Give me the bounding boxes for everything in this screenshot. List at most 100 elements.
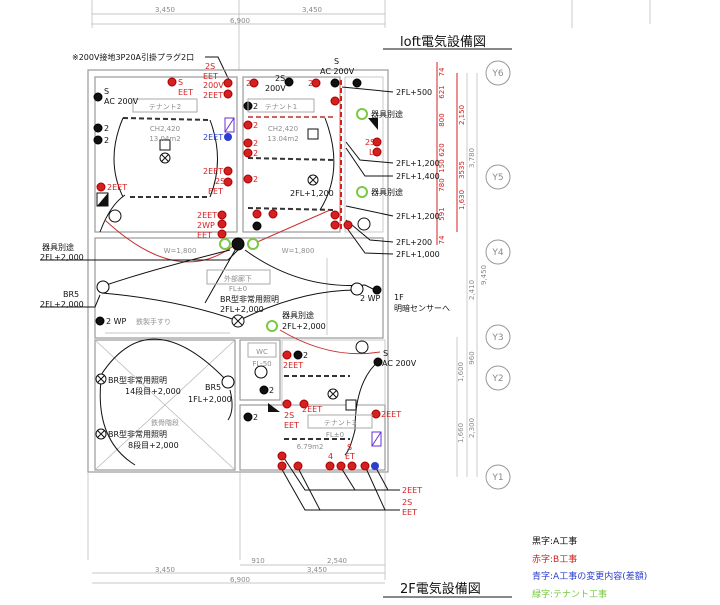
sensor-box-icons xyxy=(159,128,357,411)
label: BR5 xyxy=(63,290,79,299)
label: 2 xyxy=(253,102,258,111)
label: 2 xyxy=(253,413,258,422)
a-change-outlet-icons xyxy=(224,133,379,470)
red-dim-5: 780 xyxy=(438,178,446,191)
label: 器具別途 xyxy=(371,187,403,197)
label: BR型非常用照明 xyxy=(108,375,167,385)
legend-a-change: 青字:A工事の変更内容(差額) xyxy=(532,570,647,582)
red-dim-2: 800 xyxy=(438,113,446,126)
label: 200V xyxy=(203,81,224,90)
panel-box-icons xyxy=(224,117,382,447)
outlet-symbols xyxy=(93,77,383,471)
label: L xyxy=(369,148,374,157)
ceiling-light-x-icons xyxy=(95,152,339,440)
annotations: 2S EET 200V 2EET S EET S AC 200V 2 2 2EE… xyxy=(40,57,450,517)
dim-bottom-total: 6,900 xyxy=(230,576,250,584)
label: 2EET xyxy=(197,211,217,220)
label: 2FL+1,200 xyxy=(396,159,440,168)
room-tenant3: テナント3 xyxy=(324,419,356,427)
label: 1FL+2,000 xyxy=(188,395,232,404)
note-leader xyxy=(205,56,230,81)
dim-top-left: 3,450 xyxy=(155,6,175,14)
label: BR型非常用照明 xyxy=(108,429,167,439)
label: 2 xyxy=(308,79,313,88)
label: 2EET xyxy=(203,133,223,142)
label: EET xyxy=(178,88,193,97)
switch-box-icons xyxy=(96,118,378,412)
loft-title: loft電気設備図 xyxy=(400,34,486,50)
room-corridor: 外部廊下 xyxy=(224,274,252,283)
label: 2FL+200 xyxy=(396,238,432,247)
label: 2 xyxy=(253,121,258,130)
t1-area: 13.04m2 xyxy=(267,135,298,143)
dim-1600: 1,600 xyxy=(457,362,465,382)
red-dim-4: 150 xyxy=(438,159,446,172)
dim-2300: 2,300 xyxy=(468,418,476,438)
grid-y1: Y1 xyxy=(491,473,503,483)
label: 2 WP xyxy=(106,317,127,326)
label: 2S xyxy=(275,74,285,83)
dim-bottom-left: 3,450 xyxy=(155,566,175,574)
red-dim-7: 74 xyxy=(438,235,446,244)
grid-y4: Y4 xyxy=(491,248,503,258)
right-dimensions: 74 621 800 620 150 780 591 74 2,150 3535… xyxy=(436,62,488,477)
label: 2FL+1,200 xyxy=(290,189,334,198)
wc-fl: FL-50 xyxy=(252,360,271,368)
t3-fl: FL±0 xyxy=(326,431,344,439)
red-dim-1630: 1,630 xyxy=(458,190,466,210)
label: 2S xyxy=(215,177,225,186)
label: 2 xyxy=(253,175,258,184)
label: 器具別途 xyxy=(371,109,403,119)
label: 2FL+1,000 xyxy=(396,250,440,259)
label: 2FL+1,400 xyxy=(396,172,440,181)
label: EET xyxy=(402,508,417,517)
grid-y2: Y2 xyxy=(491,374,503,384)
corridor-fl: FL±0 xyxy=(229,285,247,293)
label: 2FL+2,000 xyxy=(40,300,84,309)
label: 明暗センサーへ xyxy=(394,303,450,313)
dim-top-total: 6,900 xyxy=(230,17,250,25)
plug-note: ※200V接地3P20A引掛プラグ2口 xyxy=(72,52,194,62)
a-work-outlet-icons xyxy=(93,77,383,422)
floor2-title: 2F電気設備図 xyxy=(400,581,481,597)
grid-bubbles: Y6 Y5 Y4 Y3 Y2 Y1 xyxy=(485,60,511,490)
label: 2FL+2,000 xyxy=(220,305,264,314)
red-dim-0: 74 xyxy=(438,67,446,76)
t2-ceiling: CH2,420 xyxy=(150,125,180,133)
room-tenant1: テナント1 xyxy=(265,103,297,111)
label: 2S xyxy=(284,411,294,420)
label: S xyxy=(334,57,339,66)
corridor-width-1: W=1,800 xyxy=(164,247,197,255)
label: 2 xyxy=(246,79,251,88)
label: 2FL+2,000 xyxy=(40,253,84,262)
label: AC 200V xyxy=(320,67,355,76)
bottom-dimensions: 910 2,540 3,450 3,450 6,900 xyxy=(155,557,347,584)
dim-3780: 3,780 xyxy=(468,148,476,168)
top-dimensions: 3,450 3,450 6,900 xyxy=(91,0,651,70)
label: BR型非常用照明 xyxy=(220,294,279,304)
label: EET xyxy=(203,72,218,81)
label: 2S xyxy=(402,498,412,507)
label: 8段目+2,000 xyxy=(128,440,179,450)
t2-area: 13.04m2 xyxy=(149,135,180,143)
grid-y5: Y5 xyxy=(491,173,503,183)
label: EET xyxy=(197,231,212,240)
label: 2 xyxy=(104,136,109,145)
dim-1660: 1,660 xyxy=(457,423,465,443)
label: 2FL+500 xyxy=(396,88,432,97)
room-wc: WC xyxy=(256,348,268,356)
t1-ceiling: CH2,420 xyxy=(268,125,298,133)
red-dim-1: 621 xyxy=(438,85,446,98)
dim-bottom-right: 3,450 xyxy=(307,566,327,574)
label: S xyxy=(347,443,352,452)
dim-910: 910 xyxy=(251,557,264,565)
label: 2EET xyxy=(107,183,127,192)
grid-y6: Y6 xyxy=(491,69,503,79)
label: AC 200V xyxy=(104,97,139,106)
label: 2 WP xyxy=(360,294,381,303)
legend-b-work: 赤字:B工事 xyxy=(532,553,577,565)
label: EET xyxy=(284,421,299,430)
fan-icons xyxy=(108,209,371,354)
red-dim-2150: 2,150 xyxy=(458,105,466,125)
grid-y3: Y3 xyxy=(491,333,503,343)
